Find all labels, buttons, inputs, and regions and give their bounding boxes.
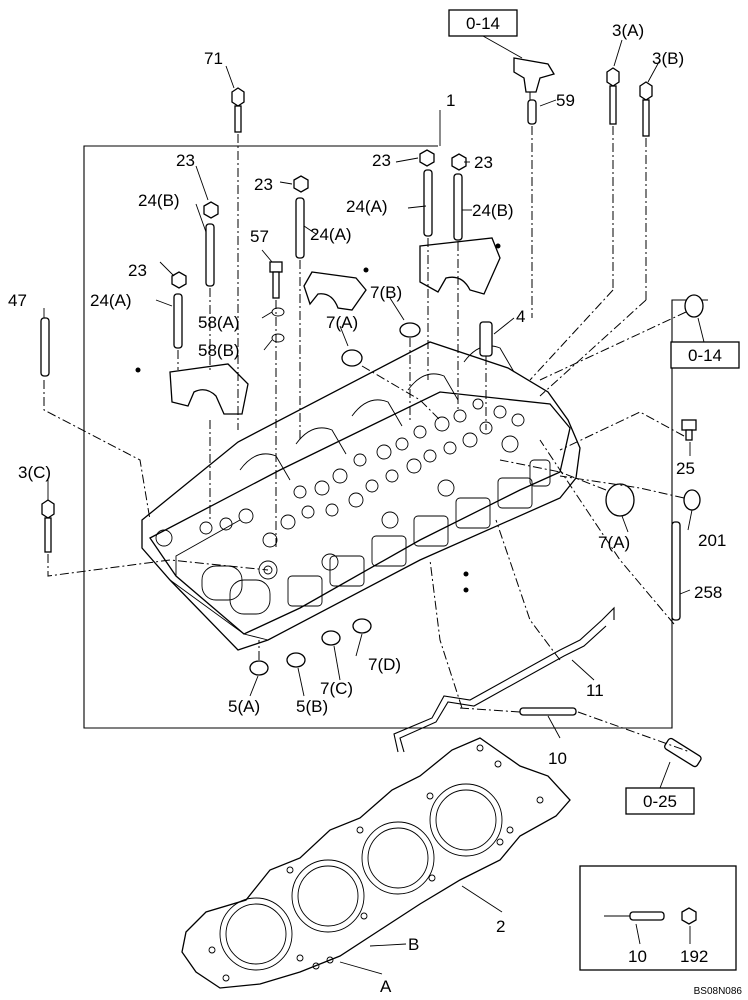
plug-7a-right bbox=[605, 483, 635, 517]
stud-24b-left bbox=[205, 223, 215, 287]
bolt-71 bbox=[231, 87, 245, 133]
plug-7a-top bbox=[341, 349, 363, 367]
stud-24b-right bbox=[453, 173, 463, 241]
label-47: 47 bbox=[8, 291, 27, 310]
bolt-25 bbox=[681, 419, 697, 441]
label-24a-b: 24(A) bbox=[310, 225, 352, 244]
label-5b: 5(B) bbox=[296, 697, 328, 716]
stud-47 bbox=[40, 317, 50, 377]
label-24a-a: 24(A) bbox=[346, 197, 388, 216]
ref-box-top-o14 bbox=[448, 9, 518, 37]
nut-23-set bbox=[171, 149, 467, 289]
label-10-main: 10 bbox=[548, 749, 567, 768]
oil-pipe-11 bbox=[393, 606, 615, 753]
stud-258 bbox=[671, 521, 681, 621]
label-7a-right: 7(A) bbox=[598, 533, 630, 552]
inset-nut-192 bbox=[681, 907, 697, 925]
label-192: 192 bbox=[680, 947, 708, 966]
cylinder-head-body bbox=[141, 341, 581, 651]
label-11: 11 bbox=[586, 681, 604, 700]
pin-59 bbox=[527, 99, 537, 125]
label-58b: 58(B) bbox=[198, 341, 240, 360]
label-24b-a: 24(B) bbox=[138, 191, 180, 210]
label-71: 71 bbox=[204, 49, 223, 68]
ref-box-bottom-o25-text: 0-25 bbox=[643, 792, 677, 811]
label-7c: 7(C) bbox=[320, 679, 353, 698]
drawing-code: BS08N086 bbox=[694, 986, 743, 997]
bolt-3b bbox=[639, 81, 653, 137]
inset-glow-plug bbox=[604, 911, 665, 921]
ref-box-top-o14-text: 0-14 bbox=[466, 14, 500, 33]
stud-24a-mid bbox=[295, 197, 305, 259]
orings-58 bbox=[271, 307, 285, 343]
plug-right-upper bbox=[684, 294, 704, 318]
sleeve-4 bbox=[479, 321, 493, 357]
label-7a-top: 7(A) bbox=[326, 313, 358, 332]
label-3c: 3(C) bbox=[18, 463, 51, 482]
bearing-cap-left bbox=[169, 363, 249, 415]
label-24b-b: 24(B) bbox=[472, 201, 514, 220]
label-2: 2 bbox=[496, 917, 505, 936]
sensor-part bbox=[513, 57, 555, 104]
bearing-cap-right bbox=[419, 237, 501, 295]
stud-24a-left bbox=[173, 293, 183, 349]
plugs-5-7 bbox=[249, 618, 372, 676]
bullet-markers bbox=[135, 243, 501, 593]
bolt-o25 bbox=[664, 737, 702, 768]
plug-201 bbox=[683, 489, 701, 511]
label-4: 4 bbox=[516, 307, 525, 326]
ref-box-right-o14 bbox=[670, 341, 740, 369]
bearing-cap-mid bbox=[303, 271, 367, 311]
label-58a: 58(A) bbox=[198, 313, 240, 332]
label-23-e: 23 bbox=[128, 261, 147, 280]
label-10-inset: 10 bbox=[628, 947, 647, 966]
label-25: 25 bbox=[676, 459, 695, 478]
label-23-b: 23 bbox=[254, 175, 273, 194]
label-1: 1 bbox=[446, 91, 455, 110]
label-7d: 7(D) bbox=[368, 655, 401, 674]
label-7b: 7(B) bbox=[370, 283, 402, 302]
head-gasket-2 bbox=[181, 737, 571, 989]
stud-24a-right bbox=[423, 169, 433, 237]
label-24a-c: 24(A) bbox=[90, 291, 132, 310]
label-59: 59 bbox=[556, 91, 575, 110]
bolt-57 bbox=[269, 261, 283, 299]
label-258: 258 bbox=[694, 583, 722, 602]
label-23-a: 23 bbox=[176, 151, 195, 170]
label-5a: 5(A) bbox=[228, 697, 260, 716]
bolt-3a bbox=[606, 67, 620, 125]
plug-7b bbox=[399, 322, 421, 338]
bolt-3c bbox=[41, 499, 55, 553]
label-B: B bbox=[408, 935, 419, 954]
glow-plug-10 bbox=[519, 707, 577, 716]
label-201: 201 bbox=[698, 531, 726, 550]
assembly-frame bbox=[83, 145, 708, 729]
label-A: A bbox=[380, 977, 392, 996]
label-23-c: 23 bbox=[372, 151, 391, 170]
label-leaders bbox=[43, 39, 693, 975]
label-23-d: 23 bbox=[474, 153, 493, 172]
label-3b: 3(B) bbox=[652, 49, 684, 68]
ref-box-right-o14-text: 0-14 bbox=[688, 346, 722, 365]
leader-lines bbox=[43, 126, 691, 753]
label-57: 57 bbox=[250, 227, 269, 246]
label-3a: 3(A) bbox=[612, 21, 644, 40]
